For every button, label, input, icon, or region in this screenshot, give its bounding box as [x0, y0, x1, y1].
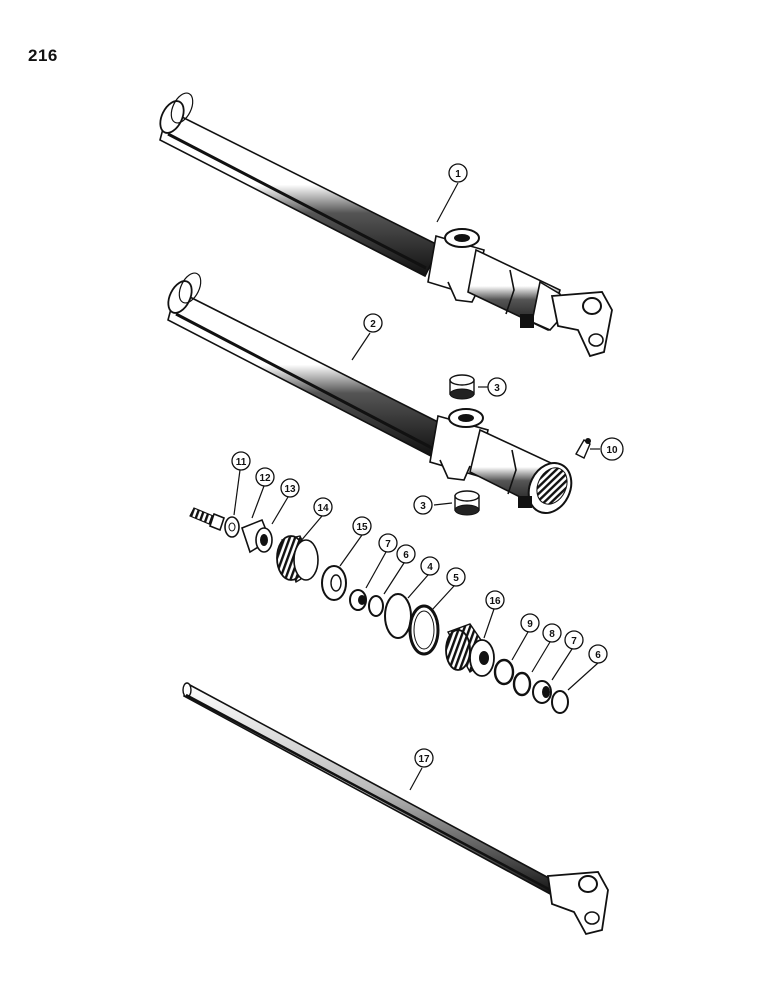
cylinder-tube-2: [167, 272, 573, 514]
callout-14: 14: [313, 497, 333, 517]
svg-text:14: 14: [317, 503, 329, 514]
callout-17: 17: [414, 748, 434, 768]
page-number: 216: [28, 46, 58, 65]
bolt: [189, 507, 225, 532]
callout-7-right: 7: [564, 630, 584, 650]
callout-6-right: 6: [588, 644, 608, 664]
piston-nut: [241, 518, 273, 554]
svg-text:7: 7: [385, 539, 391, 550]
svg-text:6: 6: [403, 550, 409, 561]
callout-12: 12: [255, 467, 275, 487]
svg-text:7: 7: [571, 636, 577, 647]
svg-text:3: 3: [420, 501, 426, 512]
grease-fitting: [575, 438, 591, 459]
callout-13: 13: [280, 478, 300, 498]
callout-5: 5: [446, 567, 466, 587]
backup-ring: [408, 604, 440, 656]
svg-text:9: 9: [527, 619, 533, 630]
rod-seal: [512, 671, 532, 697]
piston-rod: [182, 682, 609, 936]
cylinder-tube-1: [159, 92, 613, 358]
gland: [445, 623, 495, 677]
svg-text:6: 6: [595, 650, 601, 661]
piston-ring: [321, 565, 347, 601]
bushing-lower: [454, 490, 480, 516]
callout-2: 2: [363, 313, 383, 333]
callout-8: 8: [542, 623, 562, 643]
washer: [224, 516, 240, 538]
svg-text:5: 5: [453, 573, 459, 584]
callout-4: 4: [420, 556, 440, 576]
svg-text:16: 16: [489, 596, 501, 607]
svg-text:8: 8: [549, 629, 555, 640]
gland-bushing-left: [349, 589, 367, 611]
o-ring-small-right: [551, 690, 569, 714]
callout-3-upper: 3: [487, 377, 507, 397]
callout-15: 15: [352, 516, 372, 536]
svg-text:17: 17: [418, 754, 430, 765]
svg-text:2: 2: [370, 319, 376, 330]
o-ring-large: [384, 593, 412, 639]
svg-text:4: 4: [427, 562, 433, 573]
wiper-seal: [493, 658, 515, 686]
piston: [276, 535, 319, 584]
callout-9: 9: [520, 613, 540, 633]
callout-10: 10: [600, 437, 624, 461]
leader-lines: [233, 182, 600, 791]
svg-text:15: 15: [356, 522, 368, 533]
callout-3-lower: 3: [413, 495, 433, 515]
svg-text:1: 1: [455, 169, 461, 180]
callout-7-left: 7: [378, 533, 398, 553]
callout-1: 1: [448, 163, 468, 183]
callout-11: 11: [231, 451, 251, 471]
o-ring-small-left: [368, 595, 384, 617]
bushing-upper: [449, 374, 475, 400]
callout-6-left: 6: [396, 544, 416, 564]
svg-text:3: 3: [494, 383, 500, 394]
svg-text:11: 11: [236, 457, 247, 468]
gland-bushing-right: [532, 680, 552, 704]
svg-text:10: 10: [606, 445, 618, 456]
svg-text:12: 12: [259, 473, 271, 484]
svg-text:13: 13: [284, 484, 296, 495]
callout-16: 16: [485, 590, 505, 610]
